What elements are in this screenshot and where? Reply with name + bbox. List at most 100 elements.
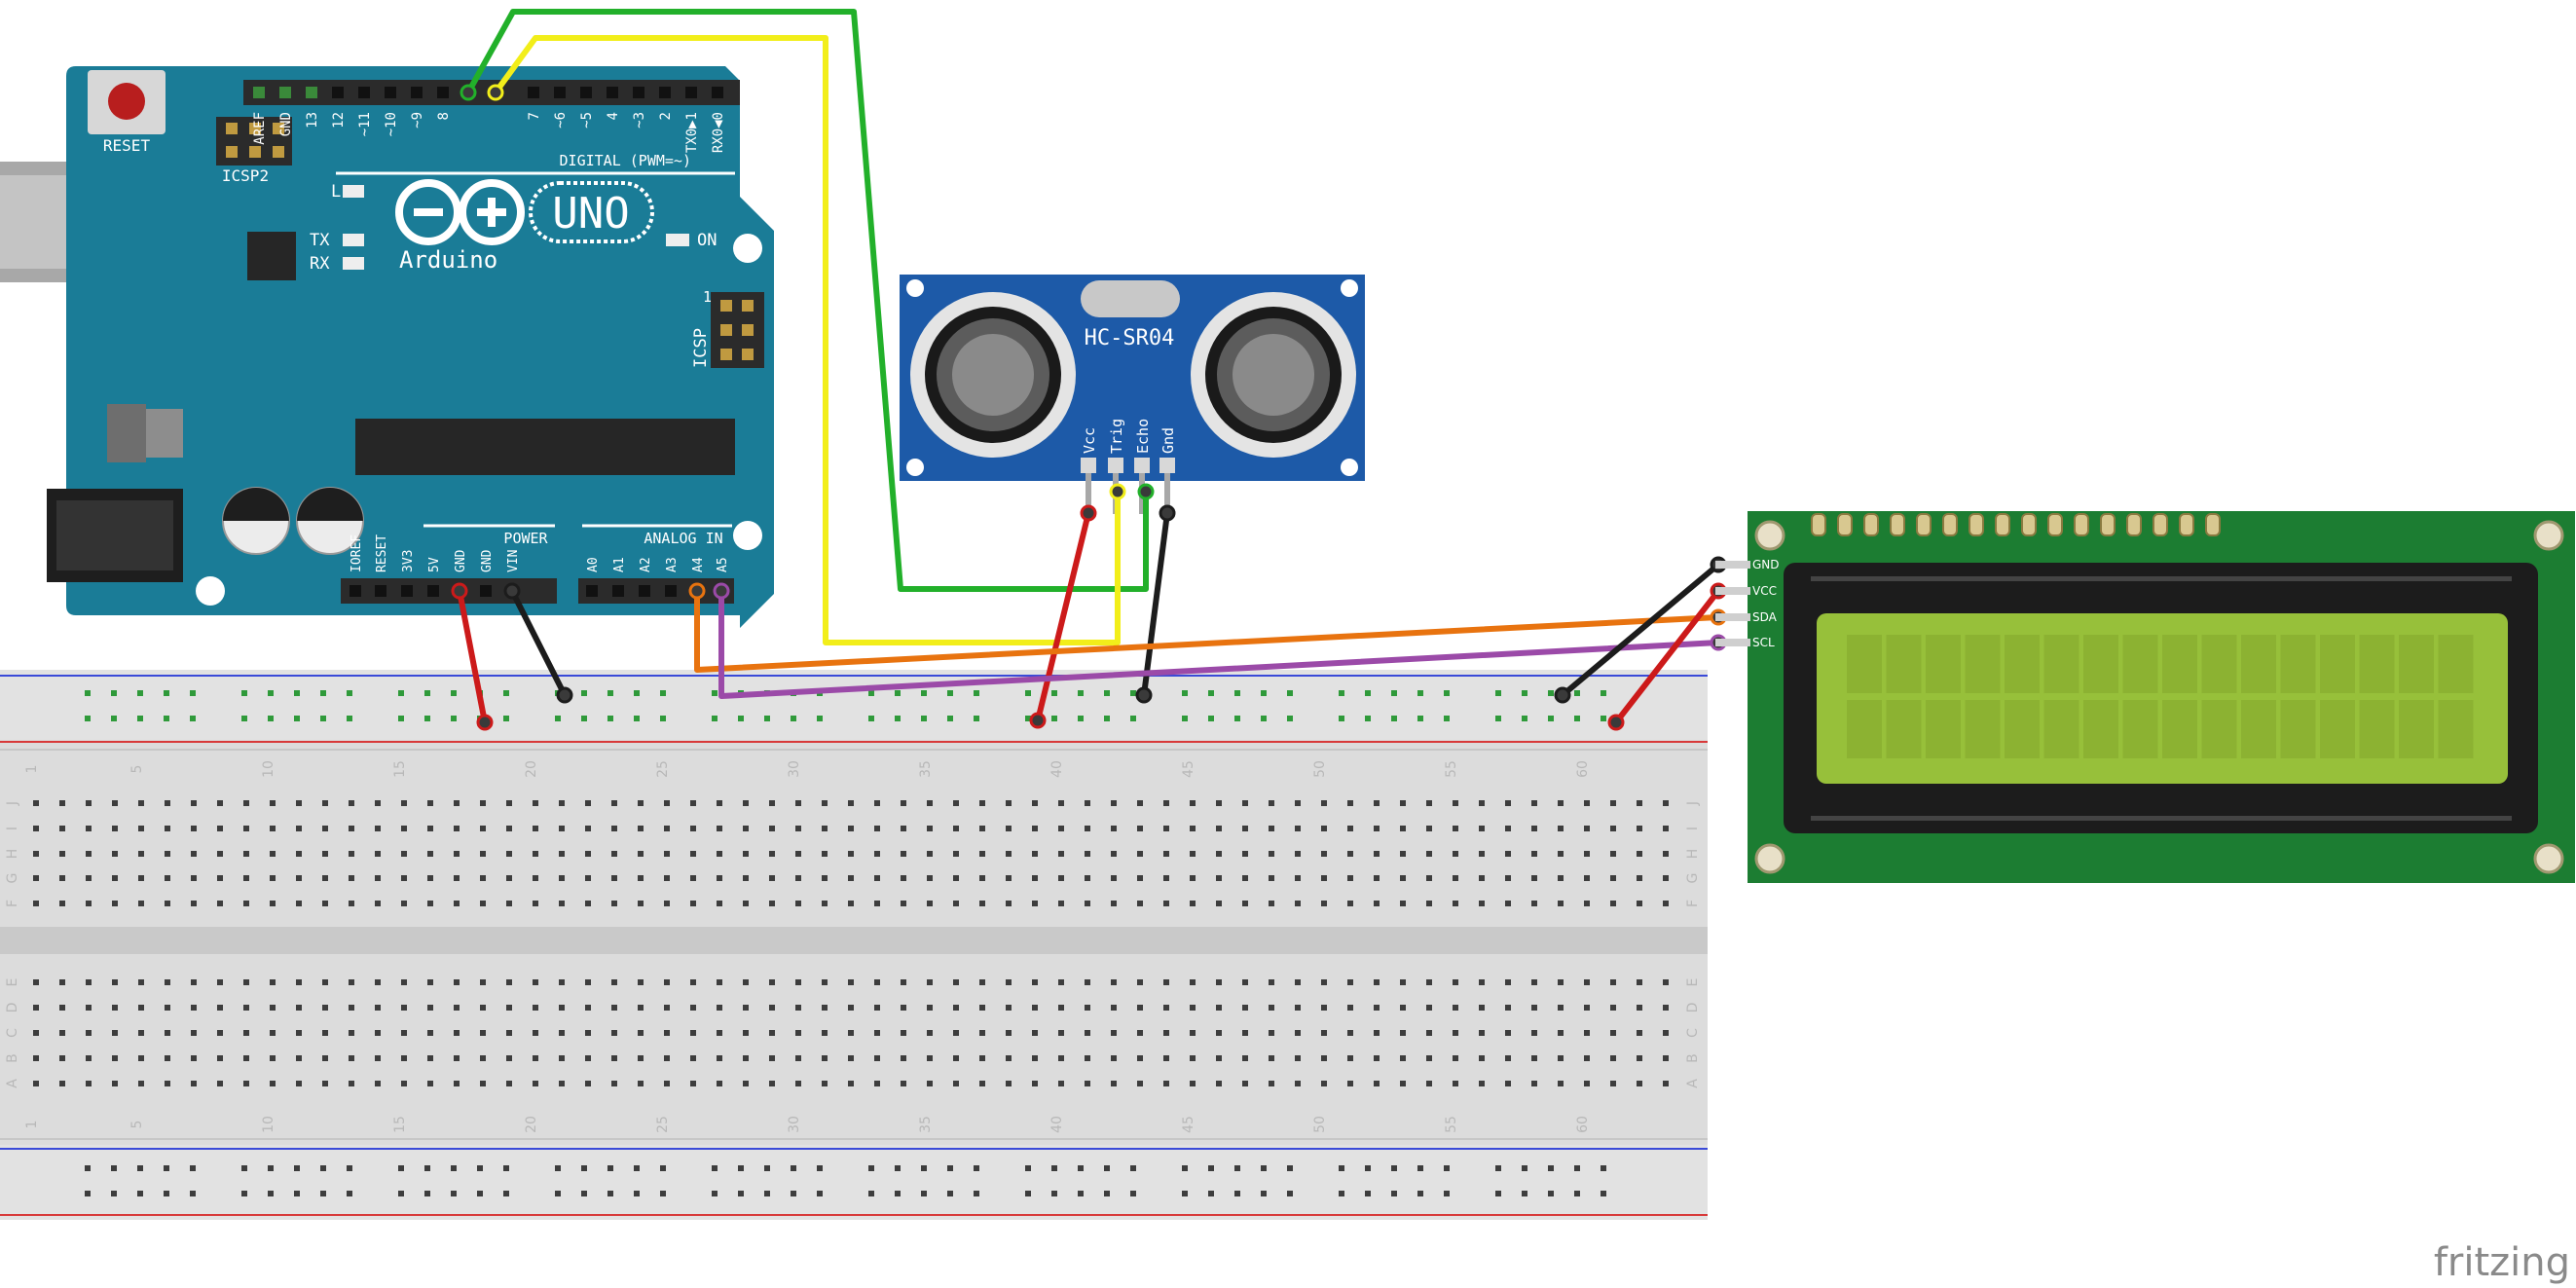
rail-hole[interactable] xyxy=(1417,716,1423,721)
breadboard-hole[interactable] xyxy=(1137,1055,1143,1061)
breadboard-hole[interactable] xyxy=(533,1030,538,1036)
breadboard-hole[interactable] xyxy=(1426,1030,1432,1036)
breadboard-hole[interactable] xyxy=(1479,851,1485,857)
breadboard-hole[interactable] xyxy=(1584,1081,1590,1086)
rail-hole[interactable] xyxy=(1051,1165,1057,1171)
breadboard-hole[interactable] xyxy=(953,800,959,806)
breadboard-hole[interactable] xyxy=(322,1030,328,1036)
rail-hole[interactable] xyxy=(555,1191,561,1196)
breadboard-hole[interactable] xyxy=(349,901,354,906)
breadboard-hole[interactable] xyxy=(795,1005,801,1011)
breadboard-hole[interactable] xyxy=(795,851,801,857)
digital-pin-socket[interactable] xyxy=(411,87,423,98)
rail-hole[interactable] xyxy=(85,716,91,721)
breadboard-hole[interactable] xyxy=(638,1005,644,1011)
rail-hole[interactable] xyxy=(268,1165,274,1171)
rail-hole[interactable] xyxy=(1391,716,1397,721)
digital-pin-socket[interactable] xyxy=(554,87,566,98)
breadboard-hole[interactable] xyxy=(138,1030,144,1036)
breadboard-hole[interactable] xyxy=(270,826,276,831)
rail-hole[interactable] xyxy=(974,1165,979,1171)
breadboard-hole[interactable] xyxy=(1085,851,1090,857)
rail-hole[interactable] xyxy=(634,1191,640,1196)
breadboard-hole[interactable] xyxy=(795,1030,801,1036)
breadboard-hole[interactable] xyxy=(769,1030,775,1036)
breadboard-hole[interactable] xyxy=(1190,1055,1196,1061)
rail-hole[interactable] xyxy=(424,690,430,696)
rail-hole[interactable] xyxy=(1417,1165,1423,1171)
rail-hole[interactable] xyxy=(137,716,143,721)
rail-hole[interactable] xyxy=(347,690,352,696)
breadboard-hole[interactable] xyxy=(1058,1055,1064,1061)
breadboard-hole[interactable] xyxy=(848,800,854,806)
breadboard-hole[interactable] xyxy=(717,1005,722,1011)
rail-hole[interactable] xyxy=(424,1165,430,1171)
rail-hole[interactable] xyxy=(294,1191,300,1196)
breadboard-hole[interactable] xyxy=(33,1055,39,1061)
breadboard-hole[interactable] xyxy=(86,1030,92,1036)
breadboard-hole[interactable] xyxy=(533,979,538,985)
rail-hole[interactable] xyxy=(1391,1165,1397,1171)
breadboard-hole[interactable] xyxy=(86,1081,92,1086)
breadboard-hole[interactable] xyxy=(1111,1030,1117,1036)
breadboard-hole[interactable] xyxy=(480,901,486,906)
breadboard-hole[interactable] xyxy=(1663,1005,1669,1011)
rail-hole[interactable] xyxy=(581,716,587,721)
rail-hole[interactable] xyxy=(1208,690,1214,696)
breadboard-hole[interactable] xyxy=(59,1030,65,1036)
breadboard-hole[interactable] xyxy=(1584,1030,1590,1036)
wire-scl[interactable] xyxy=(718,588,1721,699)
breadboard-hole[interactable] xyxy=(138,1055,144,1061)
breadboard-hole[interactable] xyxy=(927,1055,933,1061)
breadboard-hole[interactable] xyxy=(585,901,591,906)
breadboard-hole[interactable] xyxy=(1295,901,1301,906)
rail-hole[interactable] xyxy=(190,1165,196,1171)
breadboard-hole[interactable] xyxy=(1321,826,1327,831)
breadboard-hole[interactable] xyxy=(533,1005,538,1011)
breadboard-hole[interactable] xyxy=(1426,901,1432,906)
breadboard-hole[interactable] xyxy=(1400,875,1406,881)
rail-hole[interactable] xyxy=(1601,690,1606,696)
breadboard-hole[interactable] xyxy=(927,901,933,906)
analog-pin-socket[interactable] xyxy=(586,585,598,597)
wire-endpoint[interactable] xyxy=(1029,712,1047,729)
breadboard-hole[interactable] xyxy=(165,1030,170,1036)
breadboard-hole[interactable] xyxy=(138,851,144,857)
rail-hole[interactable] xyxy=(1574,1191,1580,1196)
breadboard-hole[interactable] xyxy=(1531,1081,1537,1086)
breadboard-hole[interactable] xyxy=(270,851,276,857)
rail-hole[interactable] xyxy=(398,1191,404,1196)
breadboard-hole[interactable] xyxy=(506,875,512,881)
power-pin-socket[interactable] xyxy=(350,585,361,597)
breadboard-hole[interactable] xyxy=(1479,901,1485,906)
breadboard-hole[interactable] xyxy=(717,1081,722,1086)
breadboard-hole[interactable] xyxy=(401,1055,407,1061)
breadboard-hole[interactable] xyxy=(1400,826,1406,831)
breadboard-hole[interactable] xyxy=(1032,979,1038,985)
breadboard-hole[interactable] xyxy=(638,800,644,806)
breadboard-hole[interactable] xyxy=(690,851,696,857)
breadboard-hole[interactable] xyxy=(217,875,223,881)
wire-endpoint[interactable] xyxy=(476,714,494,731)
breadboard-hole[interactable] xyxy=(1505,1030,1511,1036)
breadboard-hole[interactable] xyxy=(296,1081,302,1086)
rail-hole[interactable] xyxy=(503,1165,509,1171)
breadboard-hole[interactable] xyxy=(454,1055,460,1061)
breadboard-hole[interactable] xyxy=(1347,1081,1353,1086)
rail-hole[interactable] xyxy=(164,716,169,721)
rail-hole[interactable] xyxy=(268,1191,274,1196)
breadboard-hole[interactable] xyxy=(717,1055,722,1061)
breadboard-hole[interactable] xyxy=(1269,826,1274,831)
breadboard-hole[interactable] xyxy=(611,1005,617,1011)
breadboard-hole[interactable] xyxy=(243,901,249,906)
breadboard-hole[interactable] xyxy=(559,1030,565,1036)
breadboard-hole[interactable] xyxy=(1347,1055,1353,1061)
breadboard-hole[interactable] xyxy=(953,875,959,881)
rail-hole[interactable] xyxy=(190,690,196,696)
breadboard-hole[interactable] xyxy=(86,875,92,881)
breadboard-hole[interactable] xyxy=(1321,875,1327,881)
rail-hole[interactable] xyxy=(947,1165,953,1171)
breadboard-hole[interactable] xyxy=(1347,1030,1353,1036)
breadboard-hole[interactable] xyxy=(769,851,775,857)
breadboard-hole[interactable] xyxy=(585,826,591,831)
